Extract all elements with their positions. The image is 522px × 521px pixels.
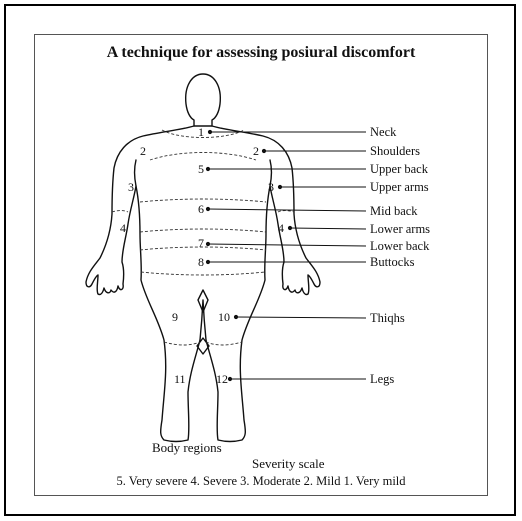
region-number-9: 9 (172, 310, 178, 324)
region-number-1: 1 (198, 125, 204, 139)
region-number-7: 7 (198, 236, 204, 250)
region-number-3-right: 3 (268, 180, 274, 194)
severity-scale-legend: 5. Very severe 4. Severe 3. Moderate 2. … (34, 474, 488, 489)
label-legs: Legs (370, 372, 394, 386)
region-number-2-left: 2 (140, 144, 146, 158)
region-number-8: 8 (198, 255, 204, 269)
label-lower-back: Lower back (370, 239, 430, 253)
label-thighs: Thiqhs (370, 311, 405, 325)
region-labels: Neck Shoulders Upper back Upper arms Mid… (370, 125, 430, 386)
region-number-2-right: 2 (253, 144, 259, 158)
region-number-5: 5 (198, 162, 204, 176)
leader-lines (206, 130, 366, 380)
label-shoulders: Shoulders (370, 144, 420, 158)
label-neck: Neck (370, 125, 397, 139)
region-number-10: 10 (218, 310, 230, 324)
label-mid-back: Mid back (370, 204, 418, 218)
label-upper-back: Upper back (370, 162, 429, 176)
region-number-12: 12 (216, 372, 228, 386)
region-number-11: 11 (174, 372, 186, 386)
region-numbers: 1 2 2 5 3 3 6 4 4 7 8 9 10 11 12 (120, 125, 284, 386)
region-number-4-left: 4 (120, 221, 126, 235)
body-regions-caption: Body regions (152, 440, 222, 456)
severity-scale-caption: Severity scale (252, 456, 325, 472)
region-number-3-left: 3 (128, 180, 134, 194)
region-number-6: 6 (198, 202, 204, 216)
label-buttocks: Buttocks (370, 255, 415, 269)
label-upper-arms: Upper arms (370, 180, 429, 194)
label-lower-arms: Lower arms (370, 222, 430, 236)
region-number-4-right: 4 (278, 221, 284, 235)
